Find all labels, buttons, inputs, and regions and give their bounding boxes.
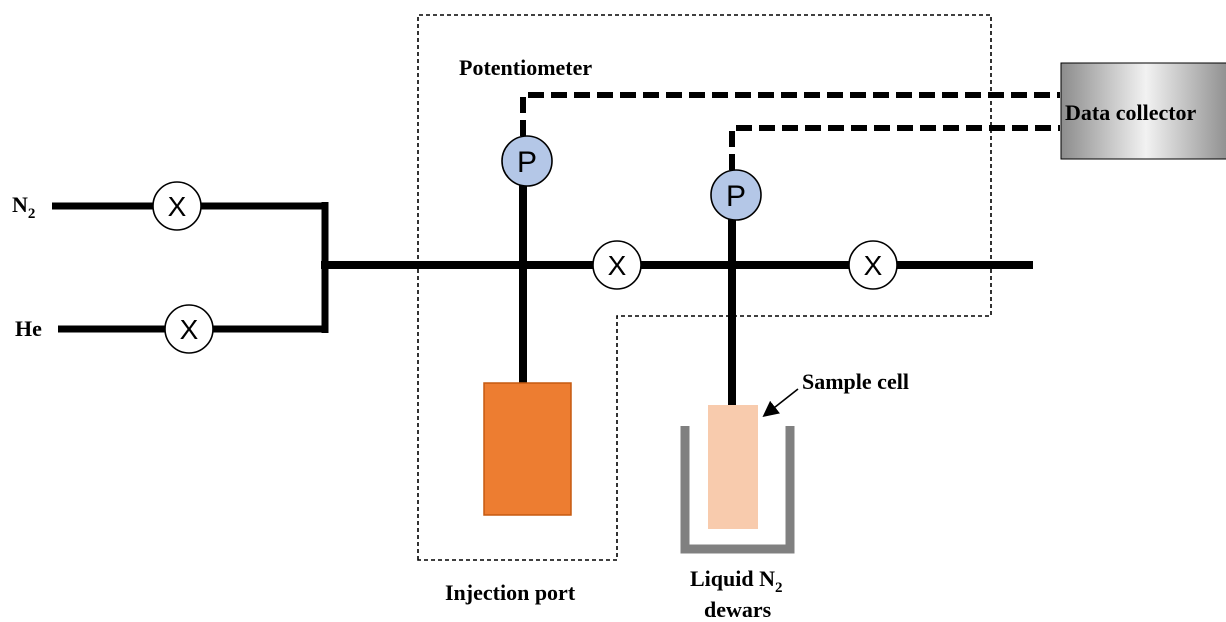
- liquid-n2-label: Liquid N2: [690, 566, 783, 596]
- liquid-n2-dewar: [680, 426, 795, 554]
- valve-outlet: X: [848, 240, 898, 290]
- injection-port-label: Injection port: [445, 580, 576, 605]
- n2-inlet-label: N2: [12, 192, 35, 222]
- sample-cell-arrow: [762, 388, 799, 417]
- valve-he: X: [164, 304, 214, 354]
- potentiometer-label: Potentiometer: [459, 55, 592, 80]
- dewars-label: dewars: [704, 597, 772, 622]
- pressure-gauge-1: P: [501, 135, 553, 187]
- valve-n2: X: [152, 181, 202, 231]
- valve-he-symbol: X: [180, 314, 199, 345]
- sample-cell: [708, 405, 758, 529]
- pressure-gauge-2: P: [710, 169, 762, 221]
- pressure-gauge-1-symbol: P: [517, 146, 537, 179]
- pressure-gauge-2-symbol: P: [726, 180, 746, 213]
- valve-manifold: X: [592, 240, 642, 290]
- data-collector-label: Data collector: [1065, 100, 1197, 125]
- injection-port-box: [483, 382, 572, 516]
- valve-manifold-symbol: X: [608, 250, 627, 281]
- valve-n2-symbol: X: [168, 191, 187, 222]
- valve-outlet-symbol: X: [864, 250, 883, 281]
- manifold-enclosure: [417, 14, 992, 561]
- data-collector-box: [1060, 62, 1226, 160]
- sample-cell-label: Sample cell: [802, 369, 909, 394]
- signal-line-gauge-1: [520, 92, 1060, 136]
- signal-line-gauge-2: [729, 125, 1060, 170]
- he-inlet-label: He: [15, 316, 42, 341]
